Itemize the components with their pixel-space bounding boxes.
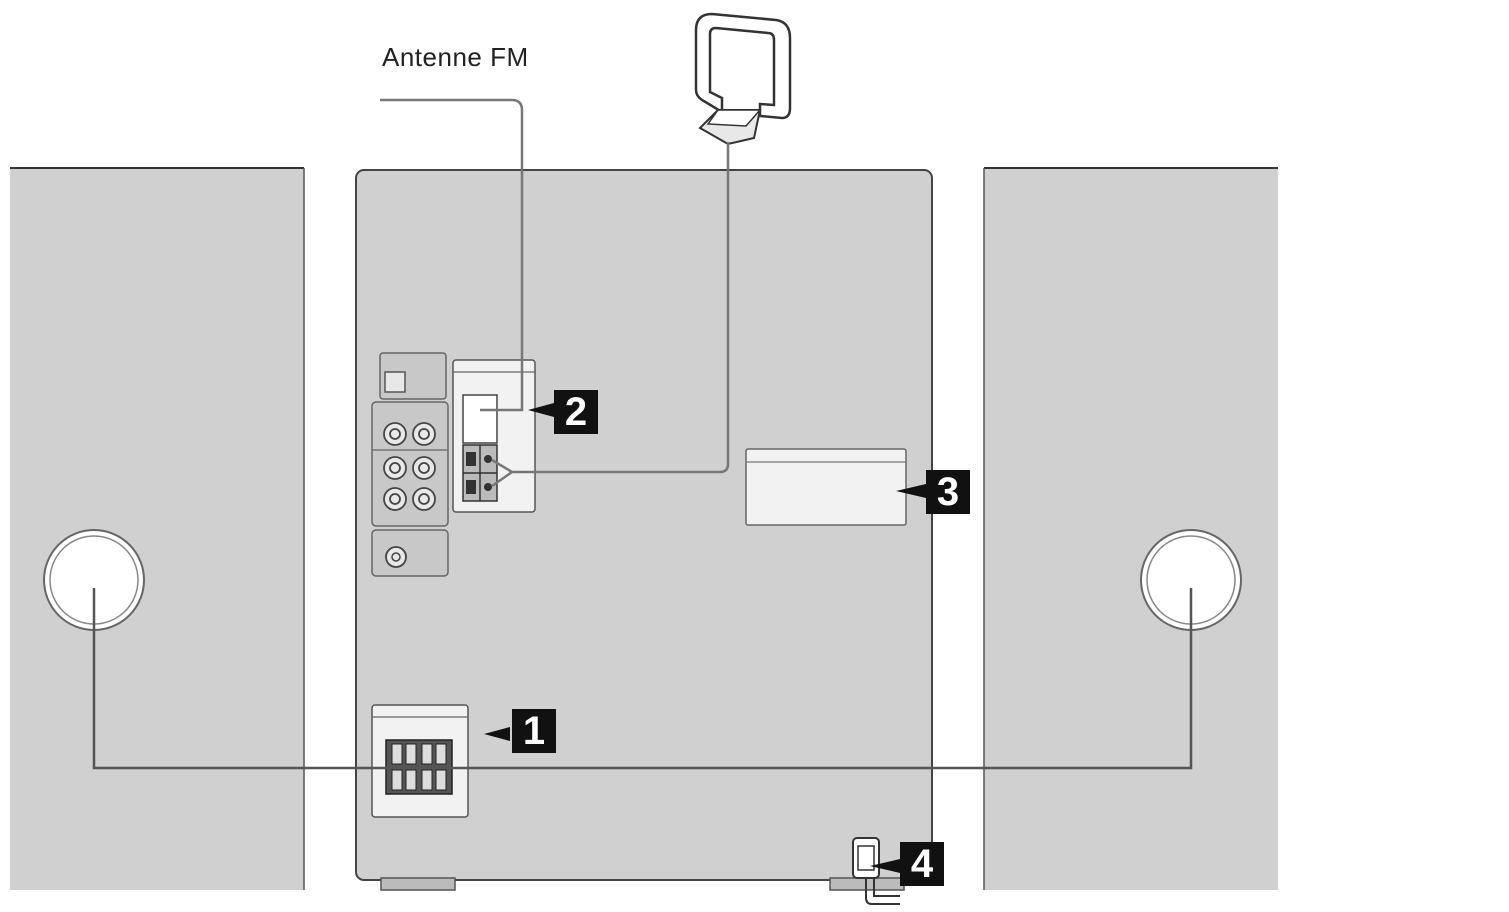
right-speaker-wire <box>446 588 1193 770</box>
fm-antenna-jack <box>462 394 498 444</box>
left-speaker-wire <box>92 588 392 770</box>
power-plug-icon <box>852 837 900 905</box>
speaker-wires <box>92 588 1193 770</box>
rca-jacks <box>383 422 436 511</box>
callout-1-arrow <box>484 727 510 741</box>
left-foot <box>380 877 456 891</box>
fm-antenna-wire <box>380 98 524 412</box>
speaker-terminal-panel <box>371 704 469 818</box>
am-loop-antenna-icon <box>694 12 792 146</box>
right-speaker <box>983 167 1278 890</box>
callout-1: 1 <box>512 709 556 753</box>
callout-2-arrow <box>528 403 554 417</box>
rating-label-plate <box>745 448 907 526</box>
fm-antenna-label: Antenne FM <box>382 42 529 72</box>
antenna-terminal-panel <box>452 359 536 513</box>
callout-3: 3 <box>926 470 970 514</box>
callout-4-arrow <box>870 859 900 873</box>
callout-arrows <box>484 403 926 873</box>
left-speaker <box>10 167 305 890</box>
am-antenna-wire <box>491 142 730 488</box>
callout-2: 2 <box>554 390 598 434</box>
callout-4: 4 <box>900 842 944 886</box>
callout-3-arrow <box>896 484 926 498</box>
main-unit <box>355 169 933 891</box>
audio-jack-panel <box>371 352 449 577</box>
